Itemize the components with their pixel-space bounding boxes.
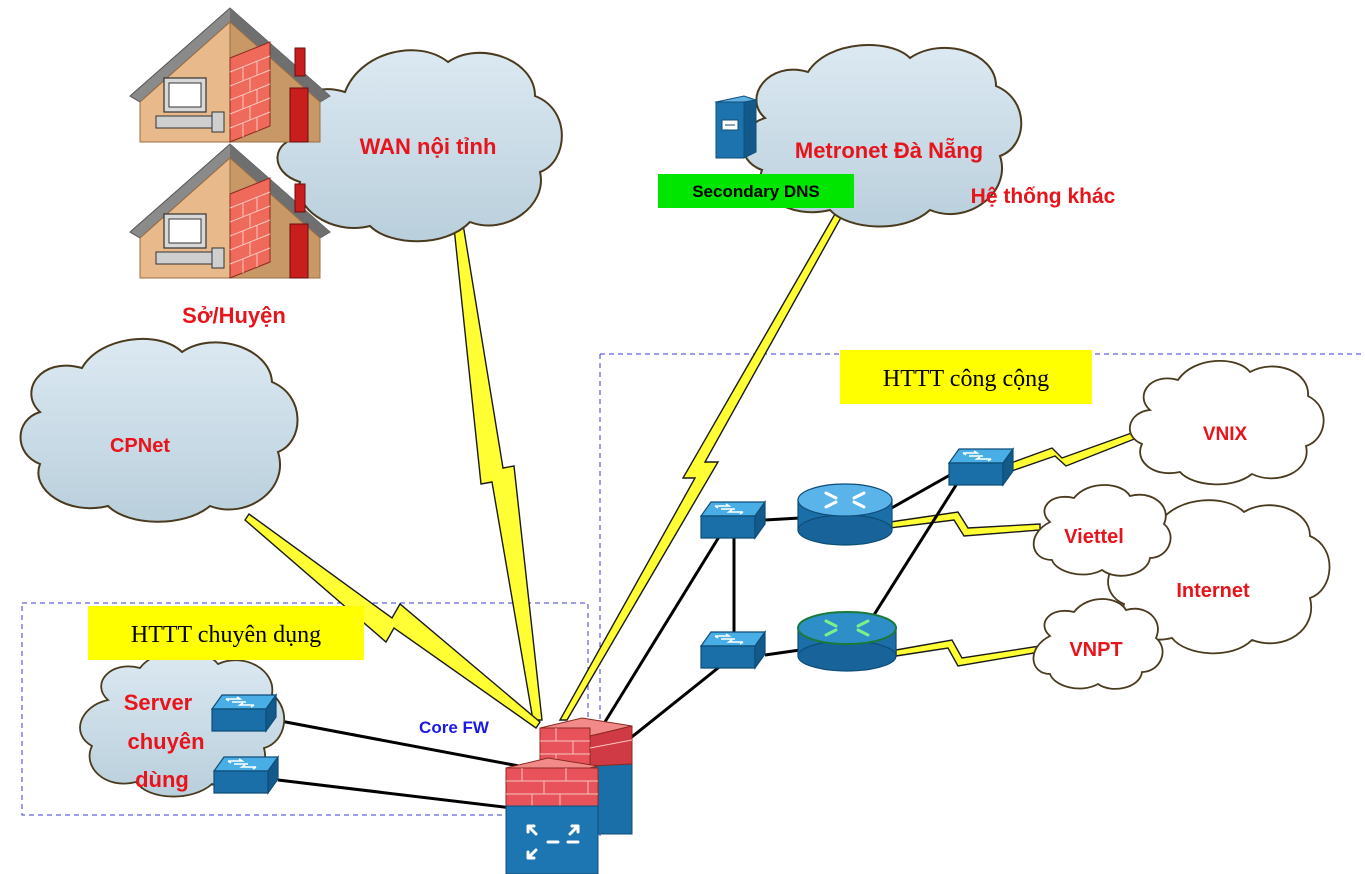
dedicated-zone-border <box>21 602 589 816</box>
switch-icon <box>700 631 766 669</box>
cloud-label-metronet: Metronet Đà Nẵng <box>795 138 983 163</box>
server-label-line2: chuyên <box>127 729 204 754</box>
secondary-dns-label: Secondary DNS <box>692 182 820 201</box>
router-icon <box>797 483 893 546</box>
cloud-cpnet: CPNet <box>19 337 299 523</box>
cloud-label-viettel: Viettel <box>1064 526 1124 548</box>
cloud-wan: WAN nội tỉnh <box>276 49 563 243</box>
firewall-wall-icon <box>229 177 271 279</box>
serial-link-metronet <box>558 213 845 721</box>
cloud-label-cpnet: CPNet <box>110 435 170 457</box>
serial-link-vnix <box>999 429 1143 475</box>
serial-link-vnpt <box>895 639 1041 667</box>
serial-link-wan <box>452 217 543 721</box>
cloud-vnpt: VNPT <box>1032 598 1164 690</box>
serial-link-viettel <box>889 511 1041 537</box>
switch-icon <box>700 501 766 539</box>
other-systems-label: Hệ thống khác <box>971 185 1116 208</box>
core-firewall-icon <box>505 717 633 874</box>
switch-icon <box>213 756 279 794</box>
public-zone-label-bg <box>840 350 1092 404</box>
dedicated-zone-label-bg <box>88 606 364 660</box>
cloud-viettel: Viettel <box>1032 484 1172 577</box>
firewall-wall-icon <box>229 41 271 143</box>
cloud-label-vnix: VNIX <box>1203 424 1248 445</box>
cloud-label-wan: WAN nội tỉnh <box>360 134 497 159</box>
cloud-label-internet: Internet <box>1176 580 1250 602</box>
dedicated-zone-label: HTTT chuyên dụng <box>131 622 321 648</box>
server-label-line1: Server <box>124 690 193 715</box>
serial-link-cpnet <box>244 513 541 729</box>
router-icon <box>797 611 897 672</box>
switch-icon <box>211 694 277 732</box>
serial-links <box>244 213 1143 729</box>
dns-label-bg <box>658 174 854 208</box>
ethernet-links <box>244 473 960 810</box>
server-label-line3: dùng <box>135 767 189 792</box>
core-fw-label: Core FW <box>419 718 490 737</box>
house-icon <box>129 7 331 143</box>
departments-label: Sở/Huyện <box>182 303 286 328</box>
house-icon <box>129 143 331 279</box>
dns-server-icon <box>714 95 758 159</box>
cloud-vnix: VNIX <box>1128 360 1325 486</box>
cloud-label-vnpt: VNPT <box>1069 639 1122 661</box>
switch-icon <box>948 448 1014 486</box>
public-zone-label: HTTT công cộng <box>883 366 1049 392</box>
